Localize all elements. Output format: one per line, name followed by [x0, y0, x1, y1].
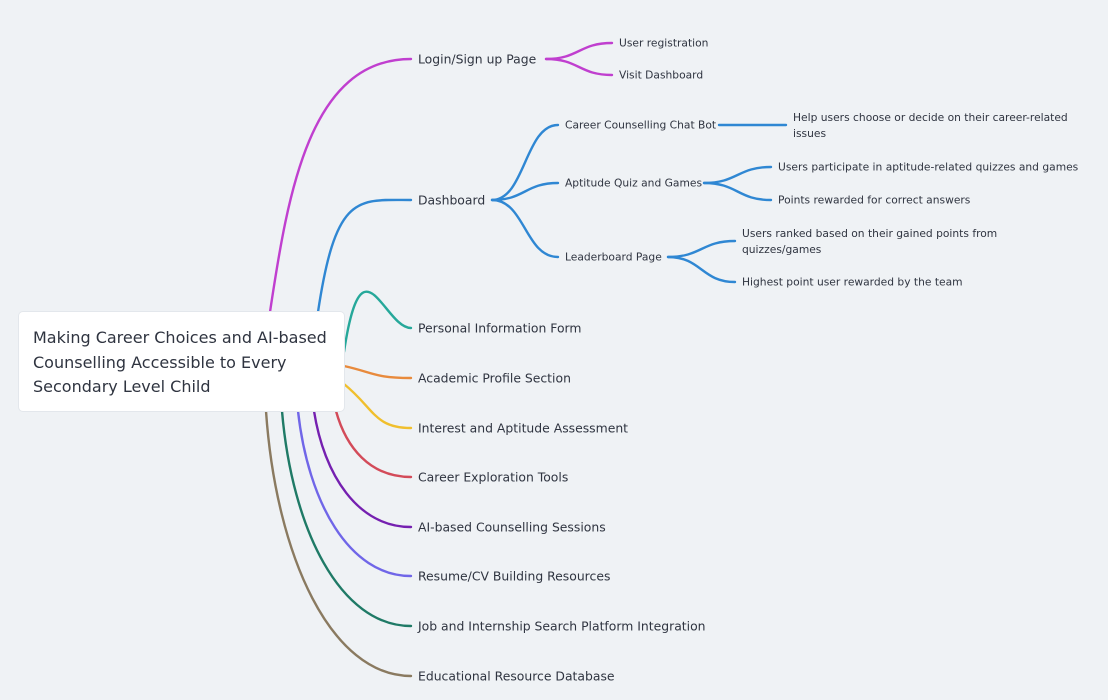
connector-quiz-participate: [702, 165, 773, 185]
connector-root-job-internship: [280, 409, 413, 628]
connector-leaderboard-ranked: [666, 239, 737, 259]
subtopic-career-chat-bot[interactable]: Career Counselling Chat Bot: [565, 118, 717, 132]
detail-leaderboard-ranked[interactable]: Users ranked based on their gained point…: [742, 227, 998, 256]
topic-dashboard[interactable]: Dashboard: [418, 192, 486, 208]
topic-resume-cv-resources[interactable]: Resume/CV Building Resources: [418, 568, 611, 584]
connector-dashboard-aptitude-quiz: [490, 181, 560, 202]
connector-leaderboard-reward: [666, 255, 737, 284]
subtopic-user-registration[interactable]: User registration: [619, 36, 709, 50]
topic-career-exploration-tools[interactable]: Career Exploration Tools: [418, 469, 569, 485]
connector-login-visit-dashboard: [544, 57, 614, 77]
topic-ai-counselling-sessions[interactable]: AI-based Counselling Sessions: [418, 519, 606, 535]
connector-login-user-registration: [544, 41, 614, 61]
topic-interest-aptitude-assessment[interactable]: Interest and Aptitude Assessment: [418, 420, 629, 436]
connector-root-ai-counselling: [312, 409, 413, 529]
connector-root-dashboard: [316, 198, 413, 314]
connector-root-resume-cv: [296, 409, 413, 578]
subtopic-visit-dashboard[interactable]: Visit Dashboard: [619, 68, 704, 82]
connector-root-login: [268, 57, 413, 314]
connector-root-career-exploration: [334, 409, 413, 479]
connector-dashboard-leaderboard: [490, 198, 560, 259]
connector-root-educational-db: [264, 409, 413, 678]
detail-leaderboard-reward[interactable]: Highest point user rewarded by the team: [742, 275, 963, 289]
topic-job-internship-integration[interactable]: Job and Internship Search Platform Integ…: [418, 618, 706, 634]
central-topic-line-3: Secondary Level Child: [33, 377, 211, 396]
topic-personal-information-form[interactable]: Personal Information Form: [418, 320, 582, 336]
connector-root-interest-aptitude: [342, 382, 413, 430]
detail-quiz-points[interactable]: Points rewarded for correct answers: [778, 193, 971, 207]
subtopic-leaderboard-page[interactable]: Leaderboard Page: [565, 250, 662, 264]
subtopic-aptitude-quiz-games[interactable]: Aptitude Quiz and Games: [565, 176, 703, 190]
topic-login[interactable]: Login/Sign up Page: [418, 51, 537, 67]
connector-root-personal-info: [342, 290, 413, 354]
detail-chat-bot-help[interactable]: Help users choose or decide on their car…: [793, 111, 1068, 140]
topic-academic-profile-section[interactable]: Academic Profile Section: [418, 370, 571, 386]
central-topic[interactable]: Making Career Choices and AI-based Couns…: [19, 312, 344, 411]
connector-dashboard-chat-bot: [490, 123, 560, 202]
detail-quiz-participate[interactable]: Users participate in aptitude-related qu…: [778, 160, 1079, 174]
connector-quiz-points: [702, 181, 773, 202]
central-topic-line-2: Counselling Accessible to Every: [33, 352, 287, 372]
connector-root-academic-profile: [342, 364, 413, 380]
central-topic-line-1: Making Career Choices and AI-based: [33, 328, 327, 347]
topic-educational-resource-database[interactable]: Educational Resource Database: [418, 668, 615, 684]
